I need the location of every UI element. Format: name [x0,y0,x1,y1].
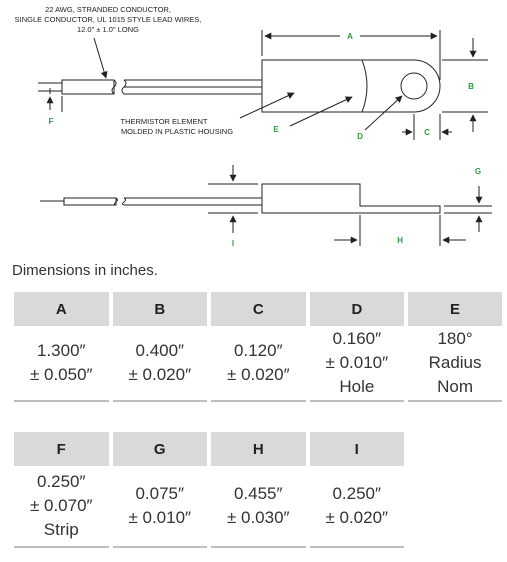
cell-a-value: 1.300″ [36,341,86,360]
wire-note-line-3: 12.0" ± 1.0" LONG [77,25,139,34]
dim-label-f: F [49,117,54,126]
cell-e-note-2: Nom [437,377,474,396]
cell-f-note: Strip [43,520,79,539]
cell-h-value: 0.455″ [233,484,283,503]
dim-label-b: B [468,82,474,91]
header-e: E [406,292,502,326]
wire-note-line-2: SINGLE CONDUCTOR, UL 1015 STYLE LEAD WIR… [15,15,202,24]
wire-note-line-1: 22 AWG, STRANDED CONDUCTOR, [45,5,171,14]
cell-g: 0.075″ ± 0.010″ [110,466,211,548]
header-f: F [14,432,113,466]
cell-g-tolerance: ± 0.010″ [128,508,192,527]
table-header-row: F G H I [14,432,404,466]
cell-g-value: 0.075″ [135,484,185,503]
cell-i-tolerance: ± 0.020″ [325,508,389,527]
dimensions-table-1: A B C D E 1.300″ ± 0.050″ 0.400″ ± 0.020… [14,292,502,402]
cell-d: 0.160″ ± 0.010″ Hole [307,326,409,402]
cell-b: 0.400″ ± 0.020″ [110,326,212,402]
cell-f-tolerance: ± 0.070″ [29,496,93,515]
dimensions-caption: Dimensions in inches. [12,262,158,279]
dim-label-g: G [475,167,481,176]
cell-b-value: 0.400″ [135,341,185,360]
header-c: C [209,292,310,326]
cell-f-value: 0.250″ [36,472,86,491]
cell-e-note-1: Radius [428,353,482,372]
cell-c-tolerance: ± 0.020″ [227,365,290,384]
cell-h: 0.455″ ± 0.030″ [209,466,310,548]
dim-label-h: H [397,236,403,245]
cell-f: 0.250″ ± 0.070″ Strip [14,466,113,548]
cell-i: 0.250″ ± 0.020″ [307,466,404,548]
dim-label-a: A [347,32,353,41]
cell-d-tolerance: ± 0.010″ [325,353,389,372]
cell-a-tolerance: ± 0.050″ [29,365,93,384]
header-h: H [209,432,310,466]
cell-c: 0.120″ ± 0.020″ [209,326,310,402]
cell-d-value: 0.160″ [332,329,382,348]
table-row: 1.300″ ± 0.050″ 0.400″ ± 0.020″ 0.120″ ±… [14,326,502,402]
dim-label-i: I [232,239,234,248]
cell-i-value: 0.250″ [332,484,382,503]
header-b: B [110,292,212,326]
cell-b-tolerance: ± 0.020″ [128,365,192,384]
cell-a: 1.300″ ± 0.050″ [14,326,113,402]
dim-label-e: E [273,125,279,134]
cell-e: 180° Radius Nom [406,326,502,402]
table-header-row: A B C D E [14,292,502,326]
header-g: G [110,432,211,466]
table-row: 0.250″ ± 0.070″ Strip 0.075″ ± 0.010″ 0.… [14,466,404,548]
element-note-line-1: THERMISTOR ELEMENT [121,117,208,126]
header-d: D [307,292,409,326]
dimensions-table-2: F G H I 0.250″ ± 0.070″ Strip 0.075″ ± 0… [14,432,404,548]
cell-e-value: 180° [437,329,473,348]
element-note-line-2: MOLDED IN PLASTIC HOUSING [121,127,233,136]
header-i: I [307,432,404,466]
header-a: A [14,292,113,326]
cell-d-note: Hole [339,377,375,396]
dim-label-c: C [424,128,430,137]
cell-h-tolerance: ± 0.030″ [226,508,290,527]
cell-c-value: 0.120″ [234,341,283,360]
dim-label-d: D [357,132,363,141]
thermistor-dimension-drawing: 22 AWG, STRANDED CONDUCTOR, SINGLE CONDU… [15,5,492,248]
